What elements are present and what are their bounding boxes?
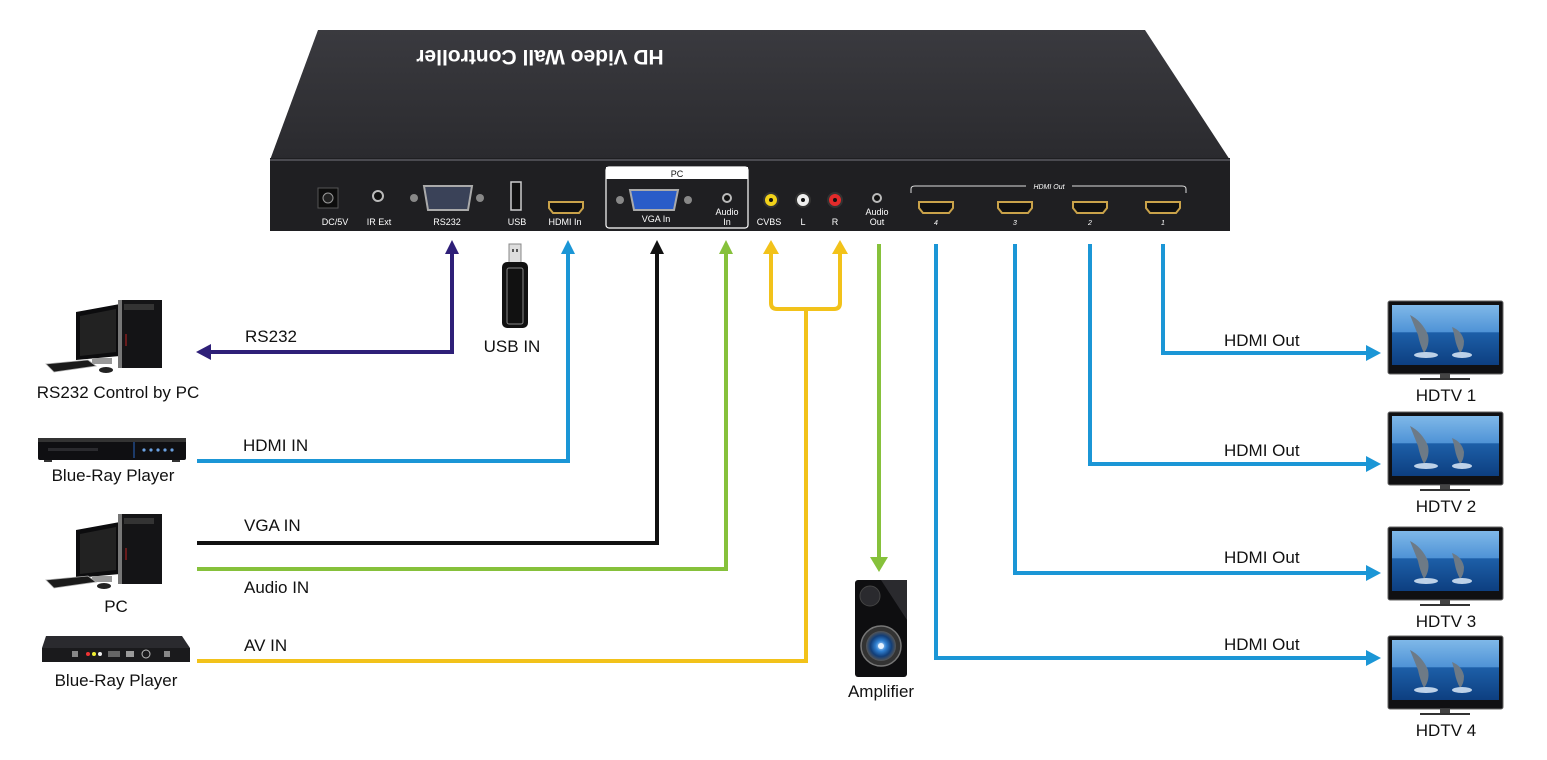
hdtv-1: HDTV 1 [1387,300,1504,405]
rs232-arrowhead-up [445,240,459,254]
hdmi-out-3-arrowhead [1366,565,1381,581]
hdtv-4: HDTV 4 [1387,635,1504,740]
audio-out-port-label-2: Out [870,217,885,227]
usb-port[interactable] [510,181,522,211]
rs232-pc-label: RS232 Control by PC [37,383,200,402]
bluray-player-2: Blue-Ray Player [42,636,190,690]
desktop-pc-icon [45,300,162,373]
hdtv-icon [1387,411,1504,491]
pc-input-group: PC [605,166,749,229]
hdtv-label: HDTV 3 [1416,612,1476,631]
hdmi-out-4-cable [934,244,1366,660]
hdmi-out-port-4[interactable] [918,201,954,214]
hdmi-out-1-cable [1161,244,1366,355]
audio-in-port[interactable] [722,193,732,203]
usb-stick-icon [502,243,528,328]
hdmi-out-port-number: 3 [1013,220,1017,227]
hdmi-out-2-cable [1088,244,1366,466]
audio-r-arrowhead [832,240,848,254]
usb-port-label: USB [508,217,527,227]
audio-in-cable [197,252,728,571]
audio-in-cable-label: Audio IN [244,578,309,597]
video-wall-controller: HD Video Wall Controller DC/5V IR Ext RS… [270,30,1230,231]
cables [196,240,1381,666]
cvbs-port-label: CVBS [757,217,782,227]
vga-in-port-label: VGA In [642,214,671,224]
bluray-2-label: Blue-Ray Player [55,671,178,690]
amplifier: Amplifier [848,580,914,701]
hdmi-out-1-label: HDMI Out [1224,331,1300,350]
hdtv-icon [1387,635,1504,715]
rs232-port-label: RS232 [433,217,461,227]
hdmi-in-port[interactable] [548,201,584,214]
vga-in-arrowhead [650,240,664,254]
hdmi-out-port-number: 2 [1087,220,1092,227]
hdmi-out-2-label: HDMI Out [1224,441,1300,460]
hdmi-in-cable-label: HDMI IN [243,436,308,455]
bluray-player-icon [38,438,186,462]
hdmi-out-port-1[interactable] [1145,201,1181,214]
pc: PC [45,514,162,616]
audio-in-arrowhead [719,240,733,254]
bluray-player-1: Blue-Ray Player [38,438,186,485]
vga-in-cable [197,252,659,545]
hdmi-out-3-label: HDMI Out [1224,548,1300,567]
hdmi-out-port-number: 1 [1161,220,1165,227]
hdtv-icon [1387,300,1504,380]
audio-out-port-label-1: Audio [865,207,888,217]
cvbs-arrowhead [763,240,779,254]
ir-ext-port[interactable] [372,190,384,202]
audio-in-port-label-1: Audio [715,207,738,217]
hdmi-out-port-number: 4 [934,220,938,227]
dc-port-label: DC/5V [322,217,349,227]
bluray-player-rear-icon [42,636,190,662]
rs232-arrowhead-left [196,344,211,360]
hdtv-3: HDTV 3 [1387,526,1504,631]
device-title: HD Video Wall Controller [416,45,663,68]
hdmi-out-4-arrowhead [1366,650,1381,666]
hdtv-label: HDTV 2 [1416,497,1476,516]
ir-port-label: IR Ext [367,217,392,227]
audio-out-port[interactable] [872,193,882,203]
vga-in-port[interactable] [616,189,692,211]
bluray-1-label: Blue-Ray Player [52,466,175,485]
dc-power-port[interactable] [317,187,339,209]
device-top-panel [270,30,1230,160]
hdtv-label: HDTV 4 [1416,721,1476,740]
pc-label: PC [104,597,128,616]
amplifier-label: Amplifier [848,682,914,701]
hdmi-out-group-label: HDMI Out [1033,184,1065,191]
rs232-port[interactable] [410,185,484,211]
audio-out-arrowhead [870,557,888,572]
hdmi-in-arrowhead [561,240,575,254]
av-in-cable [197,309,808,663]
hdmi-in-port-label: HDMI In [548,217,581,227]
hdtv-label: HDTV 1 [1416,386,1476,405]
rs232-cable-label: RS232 [245,327,297,346]
audio-r-port-label: R [832,217,839,227]
audio-in-port-label-2: In [723,217,731,227]
pc-group-label: PC [671,169,684,179]
hdmi-out-1-arrowhead [1366,345,1381,361]
audio-l-port-label: L [800,217,805,227]
hdmi-out-2-arrowhead [1366,456,1381,472]
hdmi-out-port-2[interactable] [1072,201,1108,214]
av-in-cable-label: AV IN [244,636,287,655]
hdmi-out-4-label: HDMI Out [1224,635,1300,654]
hdmi-in-cable [197,252,570,463]
usb-in-label: USB IN [484,337,541,356]
vga-in-cable-label: VGA IN [244,516,301,535]
rs232-cable [210,252,454,354]
hdtv-icon [1387,526,1504,606]
hdmi-out-3-cable [1013,244,1366,575]
desktop-pc-icon [45,514,162,589]
hdtv-2: HDTV 2 [1387,411,1504,516]
rs232-control-pc: RS232 Control by PC [37,300,200,402]
usb-stick: USB IN [484,243,541,356]
hdmi-out-group: HDMI Out [910,184,1187,193]
hdmi-out-port-3[interactable] [997,201,1033,214]
av-split-cable [769,252,842,311]
speaker-icon [855,580,907,677]
